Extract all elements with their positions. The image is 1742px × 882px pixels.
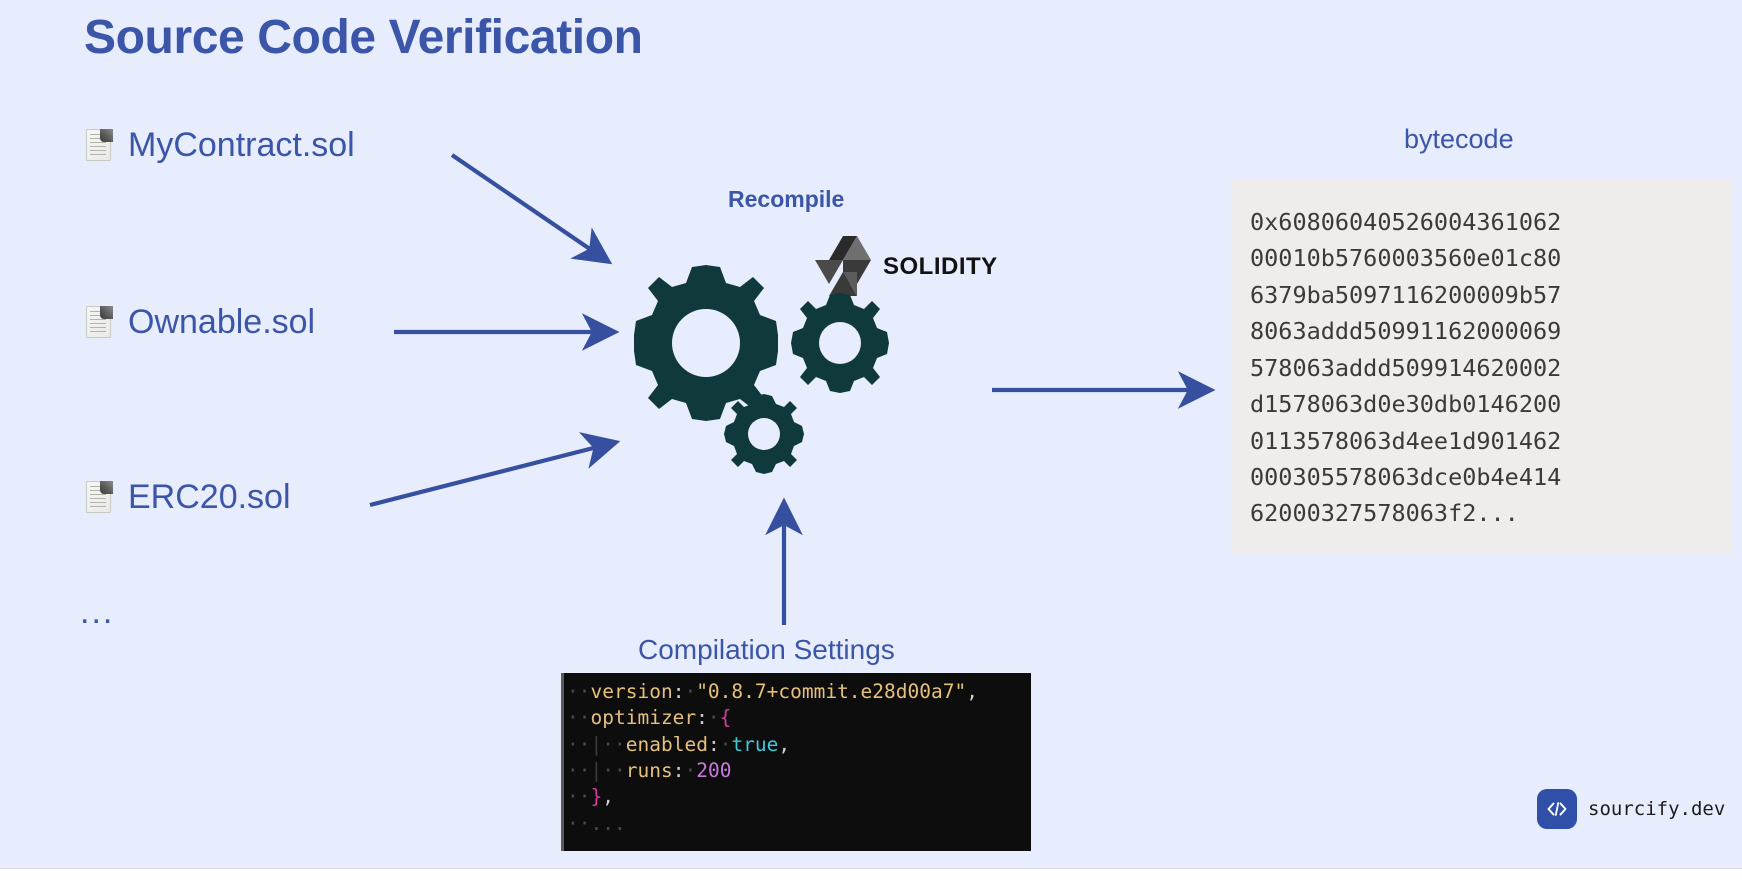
document-icon [84, 128, 114, 162]
gears-icon [628, 265, 918, 500]
arrow-file-2 [369, 432, 621, 508]
document-icon [84, 480, 114, 514]
bytecode-text: 0x60806040526004361062 00010b5760003560e… [1250, 208, 1562, 528]
code-brackets-icon [1537, 789, 1577, 829]
file-item-2: ERC20.sol [84, 480, 291, 514]
document-icon [84, 305, 114, 339]
solidity-mark-icon [815, 236, 871, 296]
code-line: ··}, [567, 785, 614, 809]
file-name: ERC20.sol [128, 478, 291, 516]
arrow-file-0 [450, 153, 613, 265]
file-item-0: MyContract.sol [84, 128, 355, 162]
bytecode-panel: 0x60806040526004361062 00010b5760003560e… [1232, 180, 1732, 554]
file-name: MyContract.sol [128, 126, 355, 164]
compilation-settings-label: Compilation Settings [638, 634, 895, 665]
code-line: ··... [567, 811, 626, 835]
file-name: Ownable.sol [128, 303, 316, 341]
code-block-left-bar [561, 673, 564, 851]
files-more-ellipsis: ... [80, 593, 115, 631]
file-item-1: Ownable.sol [84, 305, 315, 339]
window-bottom-strip [0, 868, 1742, 882]
sourcify-badge[interactable]: sourcify.dev [1537, 789, 1725, 829]
code-line: ··version:·"0.8.7+commit.e28d00a7", [567, 680, 978, 703]
solidity-wordmark: SOLIDITY [883, 253, 998, 280]
solidity-logo: SOLIDITY [812, 234, 998, 300]
code-line: ··optimizer:·{ [567, 706, 732, 730]
compilation-settings-code-block: ··version:·"0.8.7+commit.e28d00a7", ··opt… [561, 673, 1031, 851]
sourcify-brand-text: sourcify.dev [1588, 798, 1726, 820]
code-lines: ··version:·"0.8.7+commit.e28d00a7", ··opt… [561, 679, 1031, 837]
code-line: ··|··enabled:·true, [567, 732, 791, 756]
bytecode-label: bytecode [1404, 124, 1514, 154]
code-line: ··|··runs:·200 [567, 758, 732, 782]
recompile-label: Recompile [728, 186, 845, 212]
page-title: Source Code Verification [84, 11, 643, 64]
